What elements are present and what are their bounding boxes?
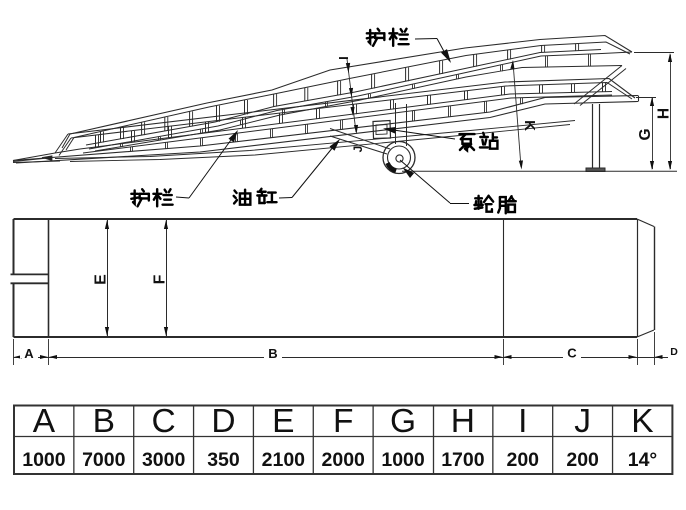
- svg-text:J: J: [574, 403, 591, 440]
- svg-text:B: B: [268, 346, 277, 361]
- svg-text:H: H: [656, 108, 673, 119]
- svg-text:A: A: [24, 346, 34, 361]
- svg-text:K: K: [631, 403, 653, 440]
- svg-text:B: B: [93, 403, 115, 440]
- svg-text:1700: 1700: [441, 449, 485, 471]
- svg-text:D: D: [211, 403, 235, 440]
- svg-text:I: I: [518, 403, 527, 440]
- svg-text:C: C: [567, 346, 577, 361]
- svg-text:G: G: [390, 403, 416, 440]
- svg-text:D: D: [670, 346, 678, 358]
- svg-text:K: K: [521, 120, 538, 131]
- svg-text:F: F: [152, 274, 169, 284]
- svg-text:G: G: [637, 128, 654, 140]
- svg-text:I: I: [336, 56, 351, 60]
- svg-text:H: H: [451, 403, 475, 440]
- svg-text:A: A: [33, 403, 56, 440]
- svg-text:F: F: [333, 403, 353, 440]
- svg-text:1000: 1000: [381, 449, 425, 471]
- svg-text:E: E: [93, 274, 110, 285]
- svg-text:J: J: [351, 146, 365, 153]
- svg-text:14°: 14°: [628, 449, 658, 471]
- svg-text:200: 200: [566, 449, 599, 471]
- svg-text:2000: 2000: [322, 449, 366, 471]
- svg-text:2100: 2100: [262, 449, 306, 471]
- svg-text:7000: 7000: [82, 449, 126, 471]
- svg-text:1000: 1000: [22, 449, 66, 471]
- svg-text:E: E: [272, 403, 294, 440]
- svg-text:350: 350: [207, 449, 240, 471]
- svg-text:C: C: [152, 403, 176, 440]
- svg-text:3000: 3000: [142, 449, 186, 471]
- svg-text:200: 200: [506, 449, 539, 471]
